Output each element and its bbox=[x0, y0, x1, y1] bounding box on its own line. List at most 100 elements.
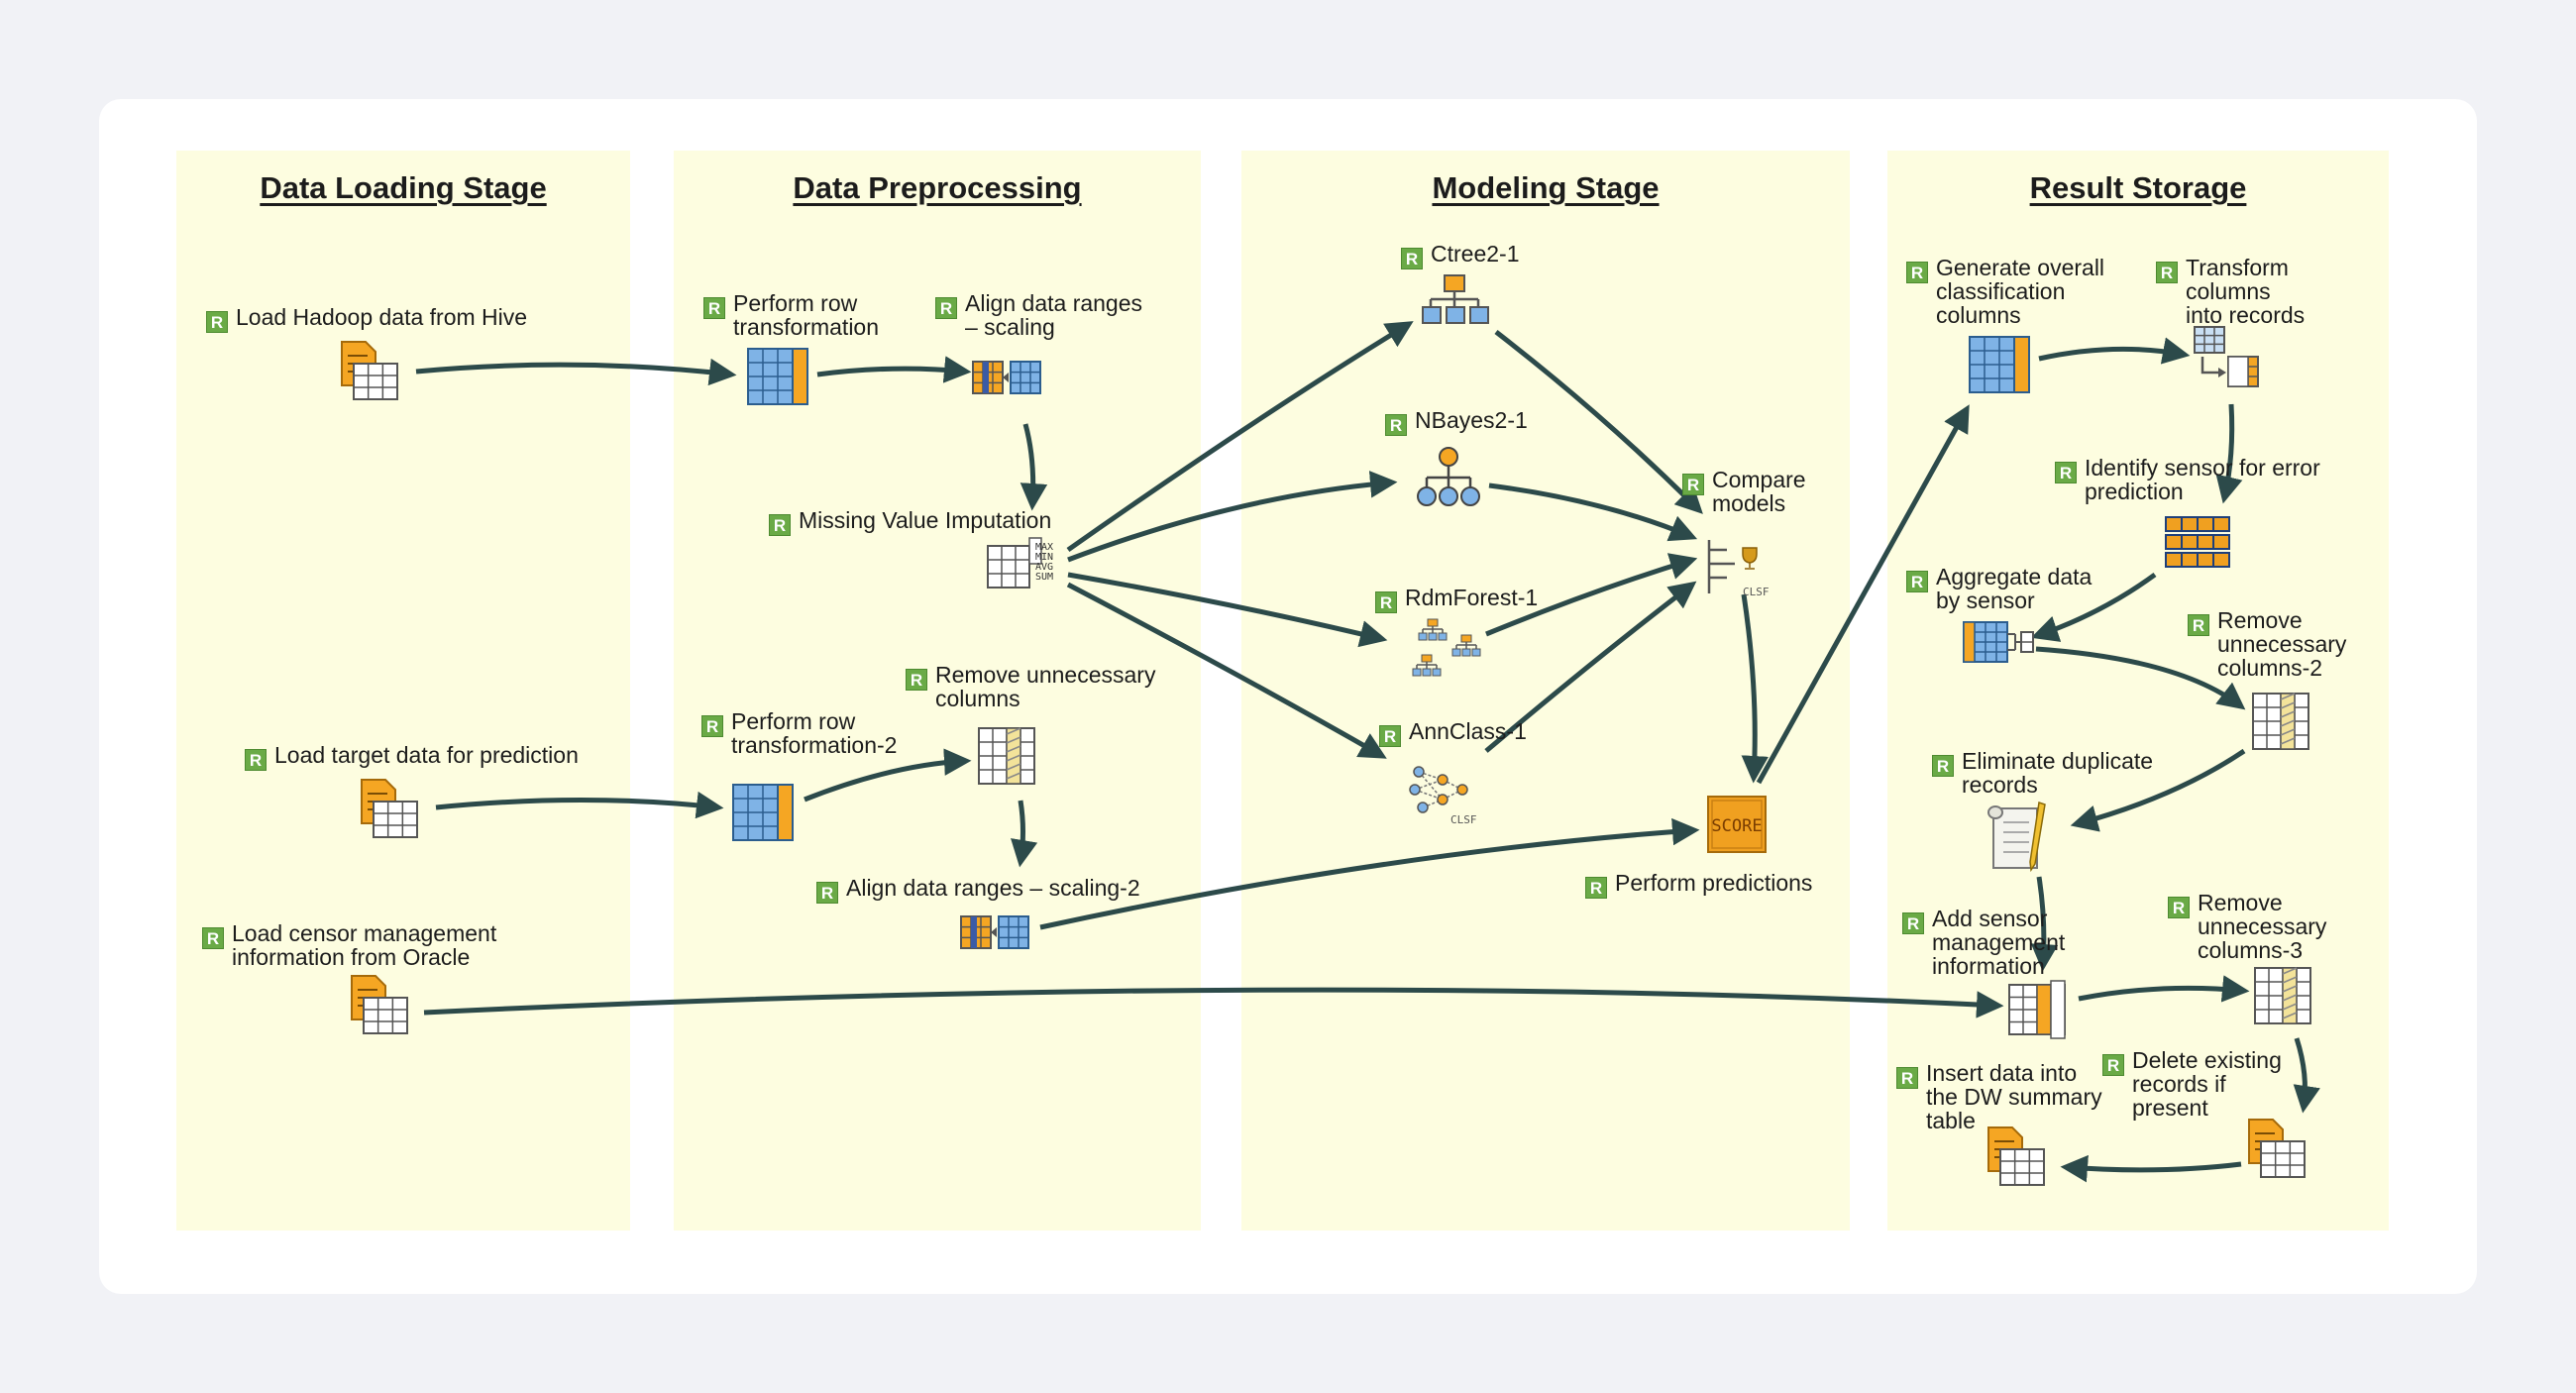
arrow-transform-to-identify bbox=[2215, 403, 2243, 504]
arrow-missing-to-nbayes bbox=[1067, 471, 1398, 563]
r-badge-icon: R bbox=[769, 514, 791, 536]
agg-function-label: AVG bbox=[1035, 562, 1053, 573]
stage-title-loading: Data Loading Stage bbox=[260, 170, 547, 205]
node-load-target[interactable]: R Load target data for prediction bbox=[245, 743, 579, 771]
r-badge-icon: R bbox=[701, 715, 723, 737]
arrow-align-2-to-predict bbox=[1039, 817, 1700, 930]
stage-title-preprocessing: Data Preprocessing bbox=[793, 170, 1082, 205]
r-badge-icon: R bbox=[906, 669, 927, 691]
r-badge-icon: R bbox=[2102, 1054, 2124, 1076]
node-label: RdmForest-1 bbox=[1405, 585, 1539, 610]
ctree-icon bbox=[1422, 274, 1489, 324]
r-badge-icon: R bbox=[1401, 248, 1423, 269]
insert-dw-icon bbox=[1987, 1126, 2045, 1186]
arrow-identify-to-aggregate bbox=[2030, 572, 2157, 642]
add-sensor-icon bbox=[2008, 980, 2066, 1039]
arrow-ctree-to-compare bbox=[1494, 330, 1703, 514]
arrow-delete-to-insert bbox=[2060, 1154, 2242, 1183]
panel-modeling bbox=[1241, 151, 1850, 1231]
r-badge-icon: R bbox=[1585, 877, 1607, 899]
arrow-missing-to-annclass bbox=[1066, 582, 1387, 759]
node-label: Load target data for prediction bbox=[274, 742, 579, 768]
agg-function-label: SUM bbox=[1035, 572, 1053, 583]
arrow-align-to-missing-value bbox=[1020, 423, 1048, 511]
clsf-caption: CLSF bbox=[1450, 813, 1477, 826]
node-label: Ctree2-1 bbox=[1431, 241, 1520, 267]
delete-existing-icon bbox=[2248, 1119, 2306, 1178]
node-label: AnnClass-1 bbox=[1409, 718, 1527, 744]
oracle-table-icon bbox=[351, 975, 408, 1034]
node-ctree[interactable]: R Ctree2-1 bbox=[1401, 242, 1519, 269]
node-predict[interactable]: R Perform predictions bbox=[1585, 871, 1812, 899]
node-label: Load Hadoop data from Hive bbox=[236, 304, 528, 330]
row-transform-2-table-icon bbox=[732, 784, 794, 841]
node-label: Perform predictions bbox=[1615, 870, 1813, 896]
arrow-remove-cols-to-align-2 bbox=[1011, 800, 1038, 868]
panel-data-preprocessing bbox=[674, 151, 1201, 1231]
score-caption: SCORE bbox=[1711, 816, 1762, 836]
agg-function-label: MAX bbox=[1035, 542, 1053, 553]
aggregate-icon bbox=[1963, 621, 2034, 663]
node-label: Align data ranges – scaling-2 bbox=[846, 875, 1140, 901]
r-badge-icon: R bbox=[2156, 262, 2178, 283]
r-badge-icon: R bbox=[245, 749, 267, 771]
score-icon: SCORE bbox=[1707, 796, 1767, 853]
arrow-add-sensor-to-remove-cols-3 bbox=[2078, 975, 2250, 1003]
r-badge-icon: R bbox=[1682, 474, 1704, 495]
panel-result-storage bbox=[1887, 151, 2389, 1231]
stage-title-storage: Result Storage bbox=[2029, 170, 2247, 205]
stage-title-modeling: Modeling Stage bbox=[1432, 170, 1660, 205]
arrow-remove-cols-2-to-eliminate bbox=[2070, 748, 2246, 832]
remove-cols-table-icon bbox=[978, 727, 1035, 785]
rdmforest-icon bbox=[1412, 618, 1481, 677]
r-badge-icon: R bbox=[206, 311, 228, 333]
r-badge-icon: R bbox=[1932, 755, 1954, 777]
remove-cols-2-table-icon bbox=[2252, 693, 2309, 750]
arrow-compare-to-predict bbox=[1741, 593, 1770, 784]
nbayes-icon bbox=[1417, 447, 1480, 506]
node-rdmforest[interactable]: R RdmForest-1 bbox=[1375, 586, 1538, 613]
arrow-gen-cols-to-transform bbox=[2038, 337, 2191, 365]
compare-models-icon: CLSF bbox=[1707, 540, 1770, 598]
arrow-row-transform-to-align bbox=[816, 356, 972, 383]
arrow-target-to-row-transform-2 bbox=[435, 791, 724, 819]
arrow-rdmforest-to-compare bbox=[1485, 553, 1698, 637]
node-load-hive[interactable]: R Load Hadoop data from Hive bbox=[206, 305, 527, 333]
row-transform-table-icon bbox=[747, 348, 808, 405]
transform-cols-icon bbox=[2194, 326, 2259, 387]
arrow-missing-to-rdmforest bbox=[1067, 572, 1388, 648]
r-badge-icon: R bbox=[1375, 591, 1397, 613]
arrow-eliminate-to-add-sensor bbox=[2030, 876, 2059, 972]
